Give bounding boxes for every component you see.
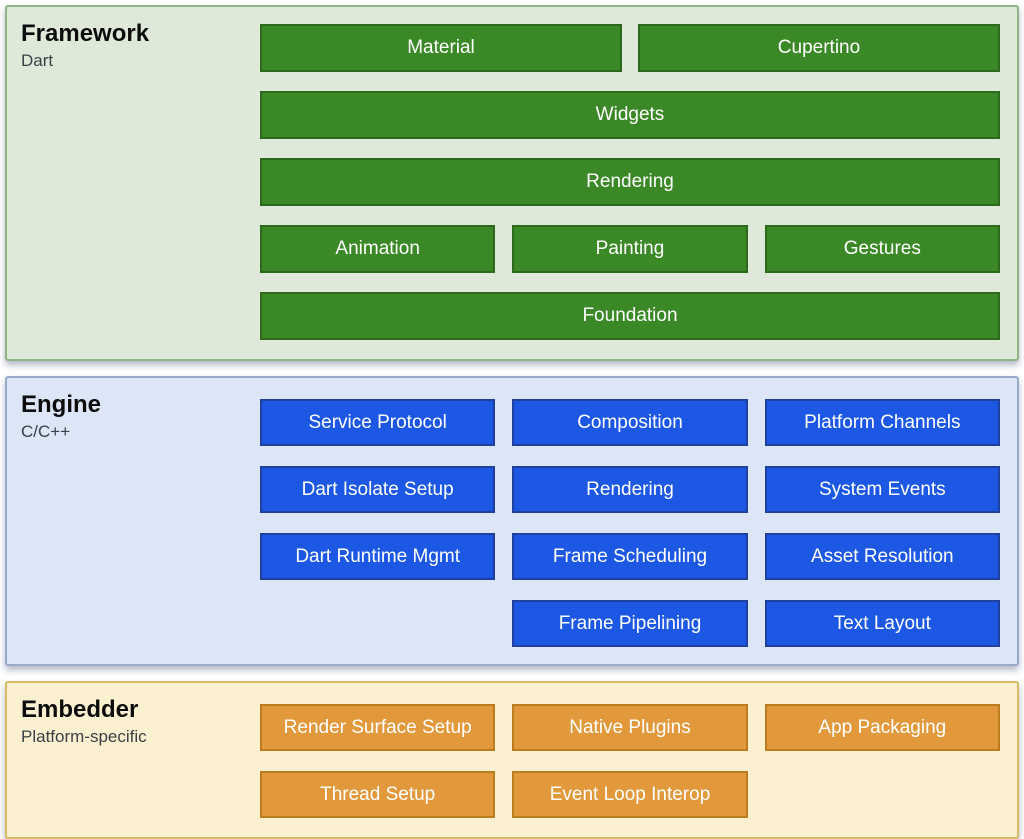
box-composition: Composition bbox=[512, 399, 748, 446]
framework-row-3: Rendering bbox=[260, 158, 1000, 206]
framework-row-1: Material Cupertino bbox=[260, 24, 1000, 72]
framework-row-5: Foundation bbox=[260, 292, 1000, 340]
engine-label-group: Engine C/C++ bbox=[7, 378, 260, 664]
framework-label-group: Framework Dart bbox=[7, 7, 260, 359]
box-gestures: Gestures bbox=[764, 225, 1000, 273]
embedder-row-2: Thread Setup Event Loop Interop bbox=[260, 771, 1000, 818]
box-frame-scheduling: Frame Scheduling bbox=[512, 533, 748, 580]
box-dart-isolate-setup: Dart Isolate Setup bbox=[260, 466, 496, 513]
box-platform-channels: Platform Channels bbox=[764, 399, 1000, 446]
box-frame-pipelining: Frame Pipelining bbox=[512, 600, 748, 647]
box-cupertino: Cupertino bbox=[638, 24, 1000, 72]
box-rendering-framework: Rendering bbox=[260, 158, 1000, 206]
box-painting: Painting bbox=[512, 225, 748, 273]
box-material: Material bbox=[260, 24, 622, 72]
box-service-protocol: Service Protocol bbox=[260, 399, 496, 446]
embedder-title: Embedder bbox=[21, 696, 139, 723]
engine-content: Service Protocol Composition Platform Ch… bbox=[260, 378, 1017, 664]
framework-content: Material Cupertino Widgets Rendering Ani… bbox=[260, 7, 1017, 359]
engine-row-1: Service Protocol Composition Platform Ch… bbox=[260, 399, 1000, 446]
embedder-content: Render Surface Setup Native Plugins App … bbox=[260, 683, 1017, 837]
framework-title: Framework bbox=[21, 20, 150, 47]
embedder-layer: Embedder Platform-specific Render Surfac… bbox=[5, 681, 1019, 839]
framework-row-4: Animation Painting Gestures bbox=[260, 225, 1000, 273]
box-native-plugins: Native Plugins bbox=[512, 704, 748, 751]
engine-row-3: Dart Runtime Mgmt Frame Scheduling Asset… bbox=[260, 533, 1000, 580]
embedder-row-1: Render Surface Setup Native Plugins App … bbox=[260, 704, 1000, 751]
engine-layer: Engine C/C++ Service Protocol Compositio… bbox=[5, 376, 1019, 666]
embedder-label-group: Embedder Platform-specific bbox=[7, 683, 260, 837]
box-system-events: System Events bbox=[764, 466, 1000, 513]
engine-row-2: Dart Isolate Setup Rendering System Even… bbox=[260, 466, 1000, 513]
box-render-surface-setup: Render Surface Setup bbox=[260, 704, 496, 751]
box-thread-setup: Thread Setup bbox=[260, 771, 496, 818]
framework-layer: Framework Dart Material Cupertino Widget… bbox=[5, 5, 1019, 361]
box-widgets: Widgets bbox=[260, 91, 1000, 139]
box-app-packaging: App Packaging bbox=[764, 704, 1000, 751]
box-foundation: Foundation bbox=[260, 292, 1000, 340]
box-event-loop-interop: Event Loop Interop bbox=[512, 771, 748, 818]
box-animation: Animation bbox=[260, 225, 496, 273]
embedder-subtitle: Platform-specific bbox=[21, 726, 147, 746]
box-rendering-engine: Rendering bbox=[512, 466, 748, 513]
engine-row-4: Frame Pipelining Text Layout bbox=[260, 600, 1000, 647]
box-text-layout: Text Layout bbox=[764, 600, 1000, 647]
engine-subtitle: C/C++ bbox=[21, 421, 71, 441]
box-asset-resolution: Asset Resolution bbox=[764, 533, 1000, 580]
box-dart-runtime-mgmt: Dart Runtime Mgmt bbox=[260, 533, 496, 580]
engine-title: Engine bbox=[21, 391, 102, 418]
framework-row-2: Widgets bbox=[260, 91, 1000, 139]
framework-subtitle: Dart bbox=[21, 50, 54, 70]
